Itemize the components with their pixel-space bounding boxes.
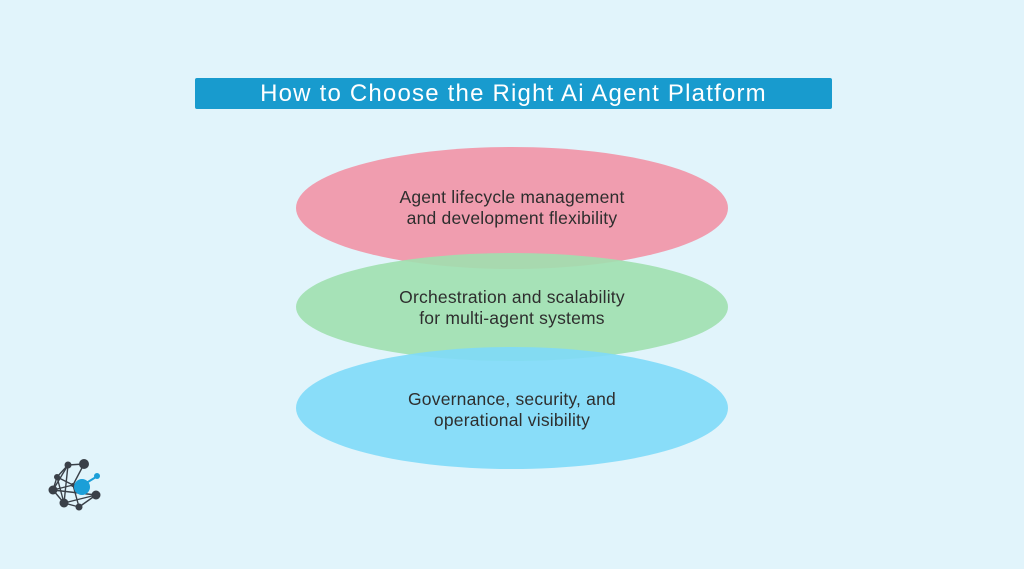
ellipse-pink-label: Agent lifecycle management and developme…: [297, 187, 727, 229]
ellipse-blue-label: Governance, security, and operational vi…: [297, 389, 727, 431]
ellipse-green-label-line2: for multi-agent systems: [419, 308, 605, 328]
ellipse-blue-label-line2: operational visibility: [433, 410, 591, 430]
title-banner: How to Choose the Right Ai Agent Platfor…: [195, 78, 832, 109]
ellipse-green: [296, 253, 728, 361]
ellipse-pink: [296, 147, 728, 269]
ellipse-green-label-line1: Orchestration and scalability: [399, 287, 625, 307]
ellipse-pink-label-line1: Agent lifecycle management: [399, 187, 625, 207]
ellipse-blue-label-line1: Governance, security, and: [408, 389, 616, 409]
ellipse-blue: [296, 347, 728, 469]
network-graph-logo-icon: [48, 459, 101, 511]
ellipse-pink-label-line2: and development flexibility: [406, 208, 618, 228]
ellipse-green-label: Orchestration and scalability for multi-…: [297, 287, 727, 329]
page-title: How to Choose the Right Ai Agent Platfor…: [260, 80, 767, 107]
